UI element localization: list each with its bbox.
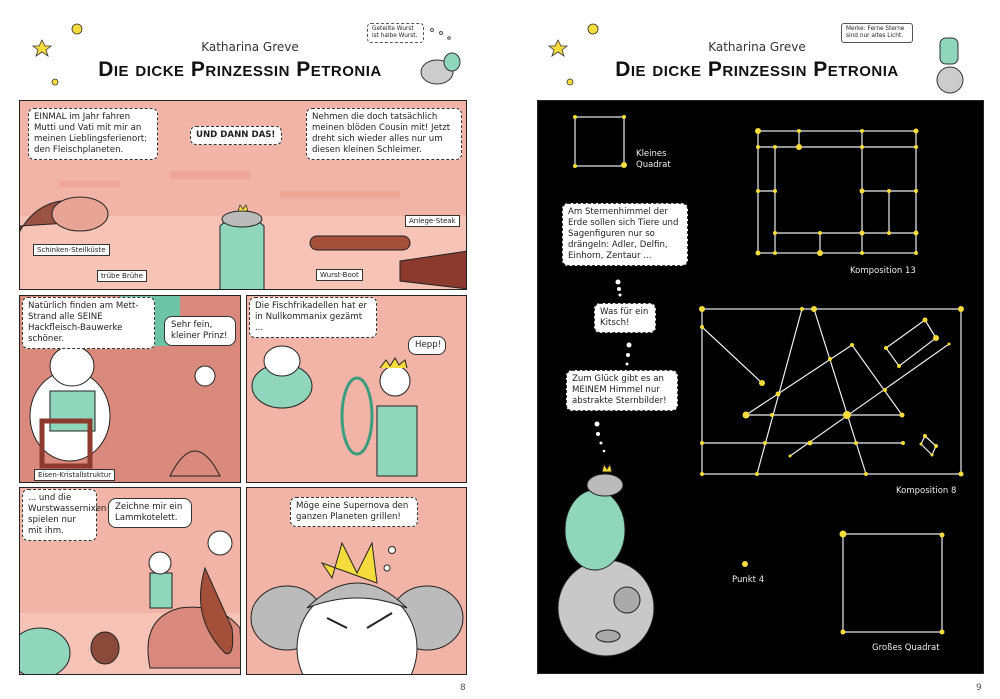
label-small-square: Kleines Quadrat [636,149,671,170]
thought-dots [594,279,632,453]
constellation-komposition-8 [701,308,962,475]
comic-title-left: Die dicke Prinzessin Petronia [98,58,382,81]
page-number-left: 8 [460,683,466,693]
thought-bubble: Was für ein Kitsch! [594,303,656,333]
caption-box: ... und die Wurstwassernixen spielen nur… [22,489,106,541]
label-punkt-4: Punkt 4 [732,575,765,585]
caption-box: Die Fischfrikadellen hat er in Nullkomma… [249,297,377,338]
thought-bubble: Am Sternenhimmel der Erde sollen sich Ti… [562,203,688,266]
caption-box: Natürlich finden am Mett-Strand alle SEI… [22,297,155,349]
star-points [573,115,964,635]
label-iron-crystal: Eisen-Kristallstruktur [34,469,116,481]
constellation-big-square [842,533,943,633]
label-broth: trübe Brühe [97,270,147,282]
princess-on-asteroid [557,462,655,657]
panel-4: ... und die Wurstwassernixen spielen nur… [19,487,241,675]
caption-box: Nehmen die doch tatsächlich meinen blöde… [306,108,462,160]
moon-dot-icon [51,23,599,86]
panel-5-art [250,541,464,674]
speech-bubble: Hepp! [408,336,446,355]
constellation-komposition-13 [757,130,917,254]
thought-bubble: Zum Glück gibt es an MEINEM Himmel nur a… [566,370,678,411]
corner-speech-bubble-right: Merke: Ferne Sterne sind nur altes Licht… [841,23,913,43]
speech-bubble: Zeichne mir ein Lammkotelett. [108,498,192,528]
label-sausage-boat: Wurst-Boot [316,269,363,281]
panel-2-art [29,296,221,477]
panel-3-art [251,345,418,477]
panel-1-art [20,171,466,289]
page-number-right: 9 [976,683,982,693]
panel-4-art [20,530,240,674]
caption-box: EINMAL im Jahr fahren Mutti und Vati mit… [28,108,158,160]
panel-1: EINMAL im Jahr fahren Mutti und Vati mit… [19,100,467,290]
speech-bubble: Sehr fein, kleiner Prinz! [164,316,236,346]
label-komposition-8: Komposition 8 [896,486,957,496]
label-big-square: Großes Quadrat [872,643,940,653]
author-name-left: Katharina Greve [201,40,299,54]
panel-5: Möge eine Supernova den ganzen Planeten … [246,487,467,675]
thought-bubble: Möge eine Supernova den ganzen Planeten … [290,497,418,527]
panel-2: Natürlich finden am Mett-Strand alle SEI… [19,295,241,483]
thought-bubble: UND DANN DAS! [190,126,282,145]
comic-title-right: Die dicke Prinzessin Petronia [615,58,899,81]
panel-3: Die Fischfrikadellen hat er in Nullkomma… [246,295,467,483]
corner-thought-bubble-left: Geteilte Wurst ist halbe Wurst. [367,23,424,43]
star-icon [31,39,569,57]
constellation-small-square [574,116,625,167]
label-steak-dock: Anlege-Steak [405,215,460,227]
asteroid-icon [420,28,964,94]
label-komposition-13: Komposition 13 [850,266,916,276]
label-ham-coast: Schinken-Steilküste [33,244,110,256]
author-name-right: Katharina Greve [708,40,806,54]
